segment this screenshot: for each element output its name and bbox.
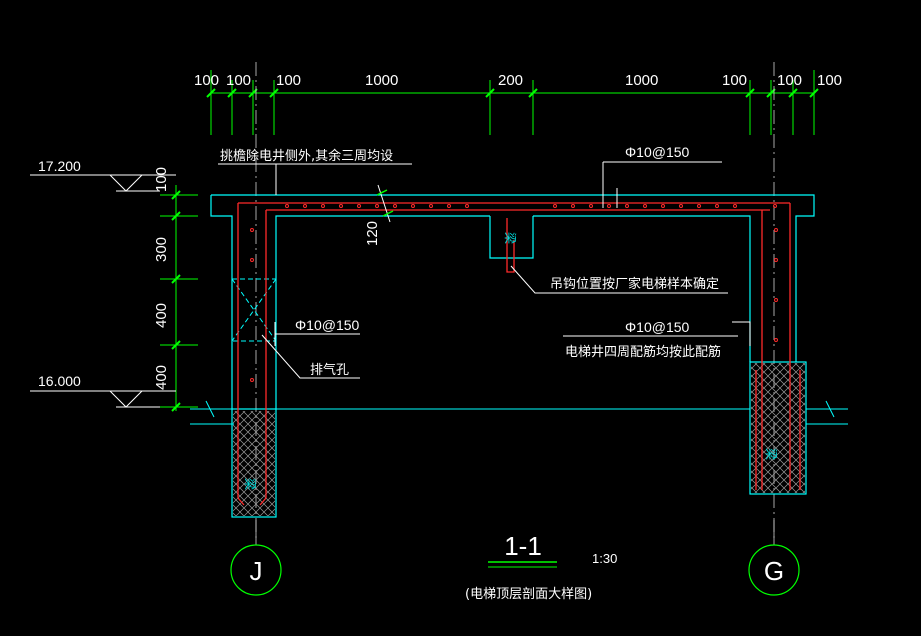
dim-top-3: 100 bbox=[276, 72, 301, 89]
parapet-note: 挑檐除电井侧外,其余三周均设 bbox=[220, 148, 393, 164]
beam-label-left: 梁 bbox=[243, 478, 258, 490]
elevation-top-label: 17.200 bbox=[38, 158, 81, 174]
left-wall-section-hatch bbox=[233, 411, 275, 516]
section-subtitle: (电梯顶层剖面大样图) bbox=[465, 587, 592, 602]
elevation-bottom-label: 16.000 bbox=[38, 373, 81, 389]
dim-top-4: 1000 bbox=[365, 72, 398, 89]
dim-top-6: 1000 bbox=[625, 72, 658, 89]
dim-top-8: 100 bbox=[777, 72, 802, 89]
dim-left-3: 400 bbox=[153, 303, 170, 328]
rebar-left-label: Φ10@150 bbox=[295, 317, 360, 333]
dim-left-4: 400 bbox=[153, 365, 170, 390]
axis-centerlines bbox=[255, 62, 775, 540]
rebar-right-label: Φ10@150 bbox=[625, 319, 690, 335]
dim-120-ticks bbox=[376, 189, 394, 217]
section-scale: 1:30 bbox=[592, 551, 617, 566]
elevation-marker-bottom: 16.000 bbox=[30, 373, 176, 408]
dim-top-7: 100 bbox=[722, 72, 747, 89]
rebar-dots bbox=[250, 204, 778, 382]
dim-left-2: 300 bbox=[153, 237, 170, 262]
axis-label-g: G bbox=[764, 556, 784, 586]
section-title-text: 1-1 bbox=[504, 531, 542, 561]
rebar-lines bbox=[237, 202, 801, 506]
dim-top-2: 100 bbox=[226, 72, 251, 89]
axis-bubble-g: G bbox=[748, 520, 800, 596]
hook-note: 吊钩位置按厂家电梯样本确定 bbox=[550, 276, 719, 292]
dim-left-1: 100 bbox=[153, 167, 170, 192]
axis-bubble-j: J bbox=[230, 520, 282, 596]
dim-top-1: 100 bbox=[194, 72, 219, 89]
dim-120-label: 120 bbox=[364, 221, 381, 246]
beam-label-right: 梁 bbox=[764, 448, 779, 460]
dim-top-5: 200 bbox=[498, 72, 523, 89]
dim-top-9: 100 bbox=[817, 72, 842, 89]
left-dimension-chain bbox=[160, 185, 198, 412]
top-dimension-labels: 100 100 100 1000 200 1000 100 100 100 bbox=[194, 72, 842, 89]
vent-hole bbox=[231, 278, 277, 342]
rebar-top-label: Φ10@150 bbox=[625, 144, 690, 160]
floor-line bbox=[190, 400, 848, 425]
vent-hole-note: 排气孔 bbox=[310, 362, 349, 378]
right-beam-section-hatch bbox=[751, 363, 805, 493]
shaft-note: 电梯井四周配筋均按此配筋 bbox=[565, 344, 721, 360]
elevation-marker-top: 17.200 bbox=[30, 158, 176, 192]
axis-label-j: J bbox=[250, 556, 263, 586]
annotation-leaders bbox=[218, 161, 751, 379]
left-dimension-labels: 100 300 400 400 bbox=[153, 167, 170, 390]
beam-label-top: 梁 bbox=[503, 232, 518, 244]
section-title: 1-1 1:30 (电梯顶层剖面大样图) bbox=[465, 531, 617, 602]
